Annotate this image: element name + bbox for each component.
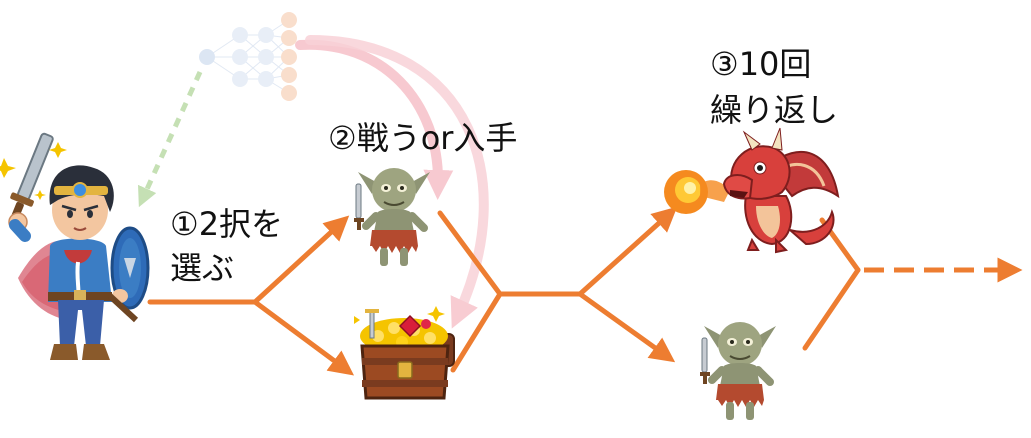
orange-flow-path: [147, 206, 861, 376]
neural-network-icon: [199, 12, 297, 101]
hero-icon: [0, 132, 150, 360]
goblin-icon: [354, 168, 430, 266]
goblin-icon: [700, 322, 776, 420]
step1-label-line2: 選ぶ: [170, 249, 235, 287]
treasure-chest-icon: [354, 306, 455, 400]
nn-to-goblin-curve-arrow: [295, 39, 454, 200]
step1-label-line1: ①2択を: [170, 205, 284, 243]
step3-label-line2: 繰り返し: [710, 91, 839, 129]
dragon-icon: [664, 127, 840, 254]
step3-label-line1: ③10回: [710, 45, 812, 83]
nn-to-hero-dashed-arrow: [138, 70, 203, 208]
step2-label: ②戦うor入手: [328, 119, 518, 157]
